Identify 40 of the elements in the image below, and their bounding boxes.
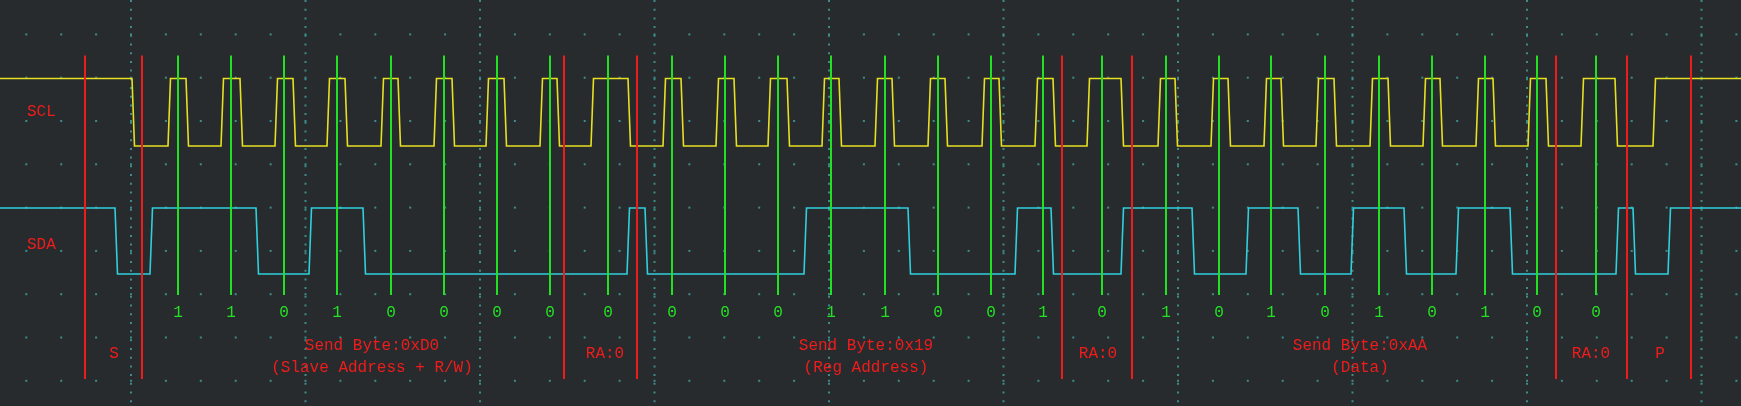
bit-value: 0 — [439, 304, 449, 322]
bit-value: 1 — [1374, 304, 1384, 322]
signal-name: SCL — [27, 103, 56, 121]
bit-value: 0 — [1532, 304, 1542, 322]
byte-description: (Data) — [1331, 359, 1389, 377]
bit-value: 1 — [332, 304, 342, 322]
bit-value: 0 — [603, 304, 613, 322]
bit-value: 0 — [720, 304, 730, 322]
bit-value: 0 — [545, 304, 555, 322]
byte-label: Send Byte:0x19 — [798, 337, 934, 355]
bit-value: 0 — [279, 304, 289, 322]
ack-label: RA:0 — [1078, 345, 1118, 363]
bit-value: 1 — [173, 304, 183, 322]
bit-value: 0 — [492, 304, 502, 322]
byte-description: (Reg Address) — [803, 359, 929, 377]
bit-value: 0 — [1320, 304, 1330, 322]
bit-value: 1 — [826, 304, 836, 322]
byte-label: Send Byte:0xD0 — [304, 337, 440, 355]
bit-value: 1 — [1266, 304, 1276, 322]
ack-label: RA:0 — [1571, 345, 1611, 363]
bit-value: 0 — [986, 304, 996, 322]
byte-label: Send Byte:0xAA — [1292, 337, 1428, 355]
bus-condition-label: P — [1655, 345, 1665, 363]
bit-value: 1 — [226, 304, 236, 322]
bit-value: 0 — [773, 304, 783, 322]
signal-name: SDA — [27, 236, 56, 254]
bit-value: 0 — [1591, 304, 1601, 322]
bit-value: 1 — [880, 304, 890, 322]
bit-value: 1 — [1038, 304, 1048, 322]
bit-value: 0 — [667, 304, 677, 322]
ack-label: RA:0 — [585, 345, 625, 363]
bit-value: 1 — [1480, 304, 1490, 322]
bit-value: 0 — [933, 304, 943, 322]
bit-value: 0 — [1214, 304, 1224, 322]
bit-value: 0 — [1427, 304, 1437, 322]
bit-value: 1 — [1161, 304, 1171, 322]
byte-description: (Slave Address + R/W) — [271, 359, 473, 377]
bit-value: 0 — [386, 304, 396, 322]
bit-value: 0 — [1097, 304, 1107, 322]
bus-condition-label: S — [109, 345, 119, 363]
